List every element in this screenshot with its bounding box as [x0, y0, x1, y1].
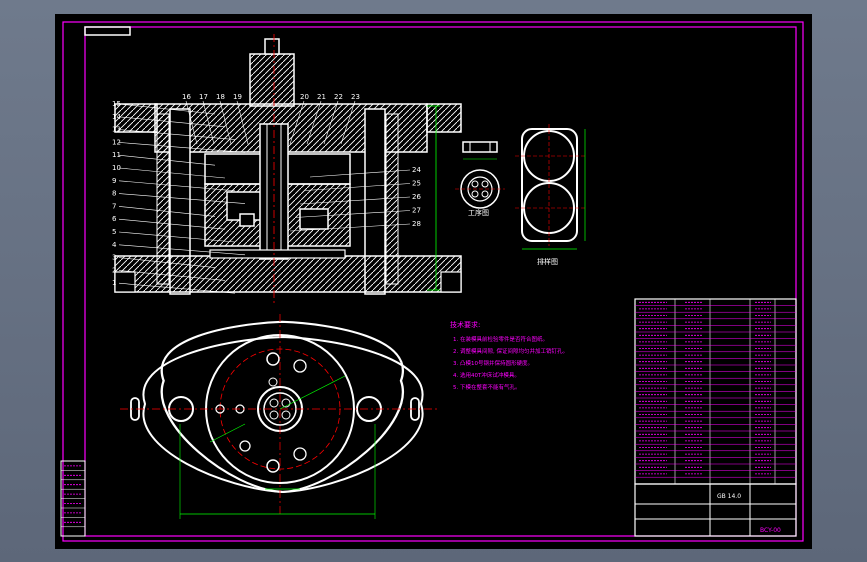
layout-view: 排样图: [515, 124, 586, 266]
notes-title: 技术要求:: [450, 320, 480, 329]
callout-18: 18: [216, 93, 232, 145]
title-block: GB 14.0 BCY-00: [634, 483, 797, 537]
front-section-view: [114, 34, 462, 304]
callout-13: 13: [112, 126, 236, 140]
callout-24: 24: [309, 166, 421, 178]
callout-6: 6: [112, 215, 226, 230]
callout-label: 12: [112, 138, 121, 146]
callout-label: 27: [412, 207, 421, 215]
callout-label: 7: [112, 202, 116, 210]
callout-label: 1: [112, 279, 116, 287]
standard-code: GB 14.0: [717, 493, 741, 500]
callout-label: 8: [112, 190, 116, 198]
note-1: 1. 在装模具前检验零件是否符合图纸。: [453, 335, 548, 343]
callout-17: 17: [199, 93, 215, 145]
note-4: 4. 选用40T冲床试冲模具。: [453, 371, 520, 379]
callout-label: 25: [412, 180, 421, 188]
callout-23: 23: [340, 93, 360, 145]
callout-27: 27: [294, 207, 421, 218]
callout-22: 22: [323, 93, 343, 145]
callout-label: 14: [112, 113, 121, 121]
callout-label: 3: [112, 254, 116, 262]
callout-label: 19: [233, 93, 242, 101]
callout-5: 5: [112, 228, 236, 243]
callout-28: 28: [289, 220, 421, 232]
callout-label: 11: [112, 151, 121, 159]
callout-label: 16: [182, 93, 191, 101]
callout-label: 2: [112, 266, 116, 274]
top-callouts: 16 17 18 19 20 21 22 23: [182, 93, 360, 145]
parts-list-table: [634, 298, 797, 485]
callout-label: 17: [199, 93, 208, 101]
corner-label-box: [84, 26, 131, 36]
callout-10: 10: [112, 164, 226, 179]
callout-label: 5: [112, 228, 116, 236]
callout-label: 24: [412, 166, 421, 174]
callout-26: 26: [299, 193, 421, 205]
callout-label: 13: [112, 126, 121, 134]
callout-label: 9: [112, 177, 116, 185]
callout-2: 2: [112, 266, 226, 281]
callout-label: 28: [412, 220, 421, 228]
callout-label: 26: [412, 193, 421, 201]
callout-25: 25: [304, 180, 421, 191]
callout-4: 4: [112, 241, 246, 256]
callout-9: 9: [112, 177, 236, 192]
callout-label: 21: [317, 93, 326, 101]
drawing-number: BCY-00: [760, 527, 781, 534]
top-plan-view: [120, 314, 440, 519]
layout-view-label: 排样图: [537, 257, 558, 266]
callout-14: 14: [112, 113, 226, 128]
sheet-border-inner: [84, 26, 797, 537]
callout-16: 16: [182, 93, 198, 145]
sheet-border-outer: [62, 21, 804, 542]
callout-19: 19: [233, 93, 249, 145]
callout-21: 21: [306, 93, 326, 145]
callout-3: 3: [112, 254, 216, 268]
callout-label: 23: [351, 93, 360, 101]
callout-1: 1: [112, 279, 236, 294]
callout-label: 18: [216, 93, 225, 101]
callout-label: 4: [112, 241, 117, 249]
right-callouts: 24 25 26 27 28: [289, 166, 421, 232]
revision-table: [60, 460, 86, 537]
callout-8: 8: [112, 190, 246, 204]
callout-7: 7: [112, 202, 216, 217]
callout-12: 12: [112, 138, 246, 153]
part-view-label: 工序图: [468, 208, 489, 217]
callout-label: 20: [300, 93, 309, 101]
left-callouts: 15 14 13 12 11 10 9 8 7 6 5 4 3 2 1: [112, 100, 246, 294]
callout-11: 11: [112, 151, 216, 166]
callout-label: 10: [112, 164, 121, 172]
callout-20: 20: [289, 93, 309, 145]
note-3: 3. 凸模10号钢并保持圆形硬度。: [453, 359, 533, 367]
callout-15: 15: [112, 100, 216, 115]
technical-notes: 技术要求: 1. 在装模具前检验零件是否符合图纸。 2. 调整模具间隙, 保证间…: [450, 320, 568, 391]
part-view: 工序图: [455, 141, 505, 217]
note-5: 5. 下模在整套不能有气孔。: [453, 383, 521, 391]
callout-label: 22: [334, 93, 343, 101]
callout-label: 6: [112, 215, 117, 223]
callout-label: 15: [112, 100, 121, 108]
note-2: 2. 调整模具间隙, 保证间隙均匀并加工销钉孔。: [453, 347, 568, 355]
